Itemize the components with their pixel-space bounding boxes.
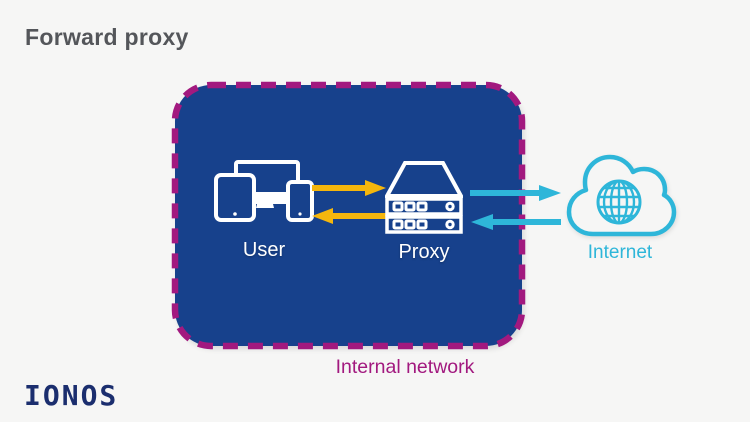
internal-network-label: Internal network — [335, 356, 475, 378]
proxy-server-icon — [385, 161, 463, 234]
user-proxy-arrows — [312, 180, 386, 224]
internet-node-label: Internet — [587, 242, 653, 263]
monitor-stand-bar — [242, 192, 288, 200]
cloud-outline — [566, 154, 677, 237]
page-title: Forward proxy — [25, 24, 189, 50]
arrow-proxy-to-user — [312, 208, 386, 224]
phone-icon — [286, 180, 314, 222]
ionos-logo: IONOS — [24, 379, 119, 412]
globe-icon — [596, 179, 642, 225]
proxy-node-label: Proxy — [398, 241, 450, 263]
cloud-globe-icon — [566, 154, 677, 237]
user-node-label: User — [242, 239, 286, 261]
proxy-internet-arrows — [470, 185, 561, 230]
tablet-icon — [214, 173, 256, 222]
user-devices-icon — [214, 160, 314, 222]
arrow-proxy-to-internet — [470, 185, 561, 201]
monitor-stand-base — [256, 200, 274, 208]
arrow-user-to-proxy — [312, 180, 386, 196]
arrow-internet-to-proxy — [471, 214, 561, 230]
